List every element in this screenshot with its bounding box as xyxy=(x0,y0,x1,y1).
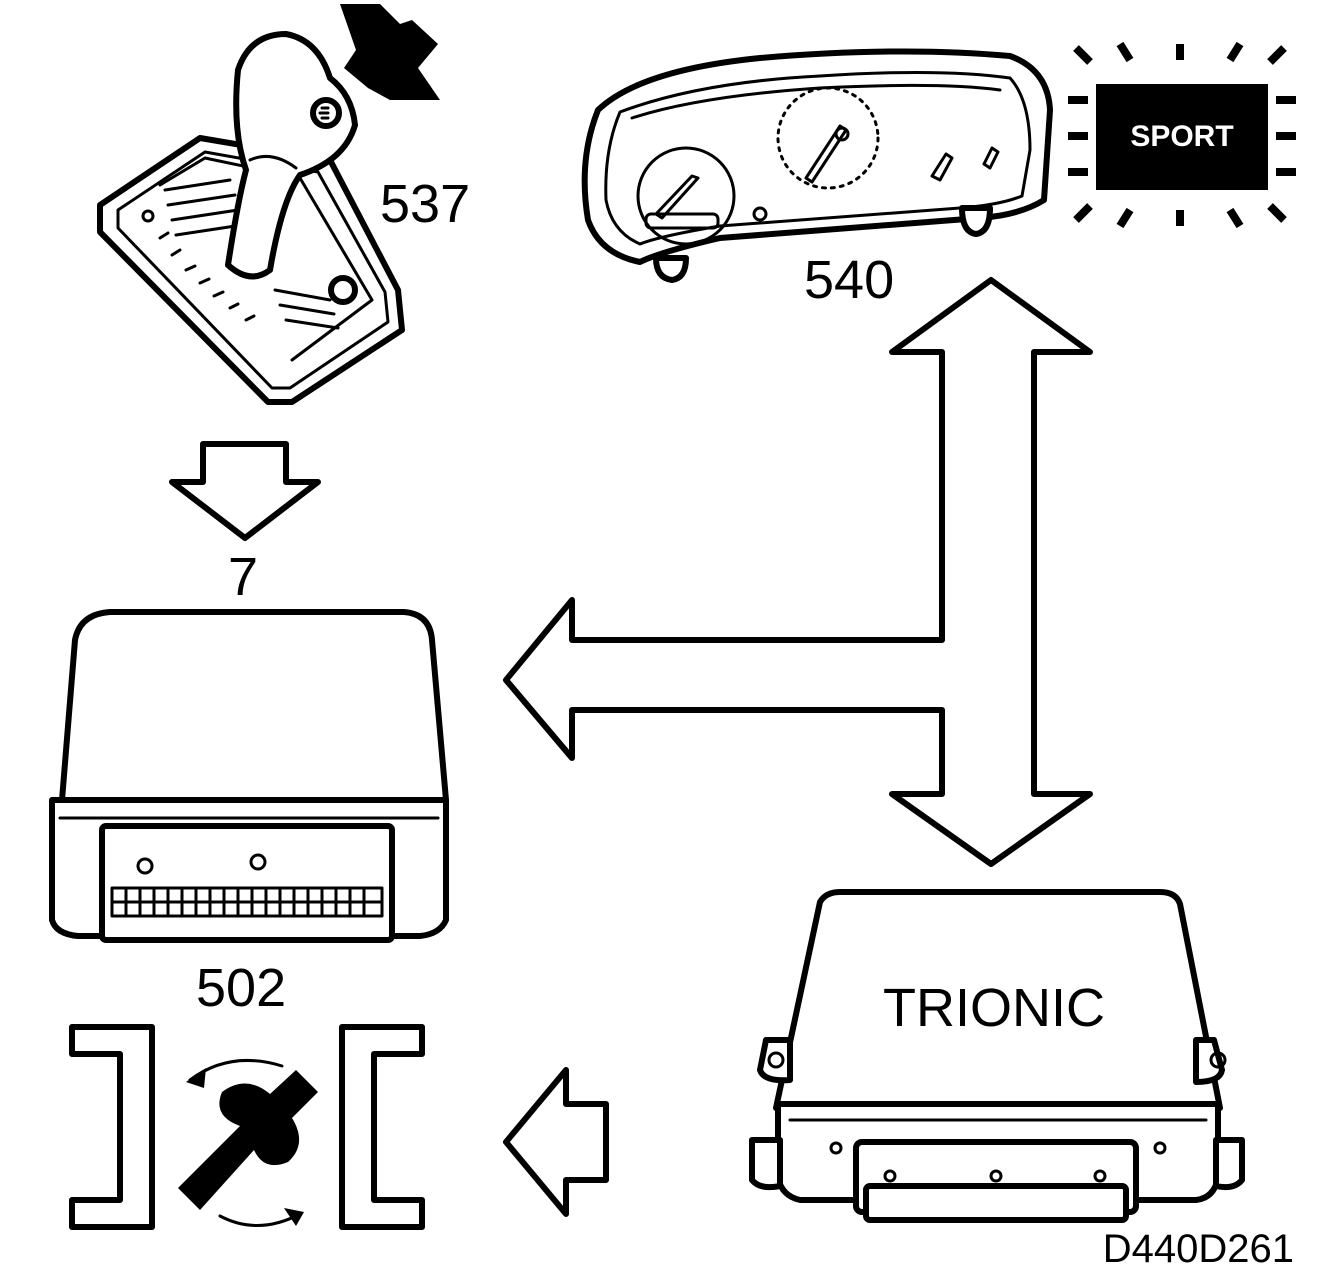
sport-lamp: SPORT xyxy=(1068,41,1296,229)
label-537: 537 xyxy=(380,174,470,234)
trionic-ecm-illustration xyxy=(749,889,1245,1223)
left-arrow-icon xyxy=(503,1067,609,1217)
label-540: 540 xyxy=(804,250,894,310)
gear-selector-illustration xyxy=(97,4,440,405)
tcm-illustration xyxy=(49,609,449,943)
instrument-cluster-illustration xyxy=(581,48,1053,283)
light-rays-icon xyxy=(1068,41,1296,229)
press-arrow-icon xyxy=(340,4,440,100)
down-arrow-icon xyxy=(169,441,321,541)
label-7: 7 xyxy=(228,547,258,607)
bus-arrows xyxy=(503,277,1093,867)
gear-letters xyxy=(141,209,256,322)
sport-lamp-label: SPORT xyxy=(1130,120,1233,153)
clutch-symbol-icon xyxy=(69,1024,425,1230)
figure-code: D440D261 xyxy=(1103,1227,1294,1271)
tcm-connector-pins xyxy=(110,886,384,918)
label-502: 502 xyxy=(196,958,286,1018)
trionic-label: TRIONIC xyxy=(883,978,1105,1038)
